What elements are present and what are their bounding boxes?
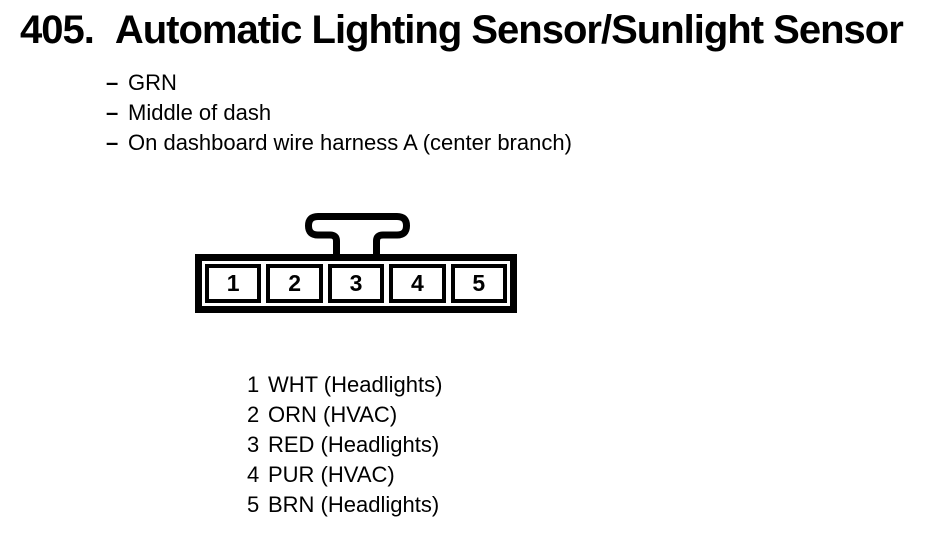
pinout-list: 1 WHT (Headlights) 2 ORN (HVAC) 3 RED (H…: [247, 370, 442, 520]
section-number: 405.: [20, 8, 95, 52]
pinout-pin-number: 5: [247, 492, 260, 517]
pinout-row: 3 RED (Headlights): [247, 430, 442, 460]
connector-body: 1 2 3 4 5: [195, 254, 517, 313]
pinout-row: 5 BRN (Headlights): [247, 490, 442, 520]
note-item: – GRN: [106, 68, 572, 98]
pin-cell-number: 5: [472, 270, 486, 296]
pinout-pin-number: 2: [247, 402, 260, 427]
pinout-pin-number: 4: [247, 462, 260, 487]
note-item: – On dashboard wire harness A (center br…: [106, 128, 572, 158]
pinout-pin-label: PUR (HVAC): [268, 462, 395, 487]
connector-pin-cell-3: 3: [327, 264, 385, 303]
pin-cell-number: 2: [288, 270, 301, 296]
pinout-row: 4 PUR (HVAC): [247, 460, 442, 490]
pinout-row: 1 WHT (Headlights): [247, 370, 442, 400]
pin-cell-number: 4: [411, 270, 424, 296]
dash-bullet: –: [106, 100, 119, 125]
pinout-pin-number: 1: [247, 372, 260, 397]
note-text: Middle of dash: [128, 100, 272, 125]
pinout-pin-label: RED (Headlights): [268, 432, 440, 457]
pinout-pin-label: BRN (Headlights): [268, 492, 440, 517]
dash-bullet: –: [106, 130, 119, 155]
pin-cell-number: 1: [226, 270, 240, 296]
connector-locking-tab-icon: [305, 213, 410, 258]
note-item: – Middle of dash: [106, 98, 572, 128]
pinout-pin-number: 3: [247, 432, 260, 457]
pinout-pin-label: WHT (Headlights): [268, 372, 443, 397]
pinout-row: 2 ORN (HVAC): [247, 400, 442, 430]
connector-pin-cell-4: 4: [389, 264, 446, 303]
page-title: 405. Automatic Lighting Sensor/Sunlight …: [20, 8, 904, 52]
notes-list: – GRN – Middle of dash – On dashboard wi…: [106, 68, 572, 158]
connector-pin-cell-1: 1: [205, 264, 262, 303]
connector-pin-cell-5: 5: [450, 264, 508, 303]
pinout-pin-label: ORN (HVAC): [268, 402, 398, 427]
dash-bullet: –: [106, 70, 119, 95]
pin-cell-number: 3: [349, 270, 363, 296]
connector-pin-cell-2: 2: [266, 264, 323, 303]
note-text: On dashboard wire harness A (center bran…: [128, 130, 572, 155]
note-text: GRN: [128, 70, 177, 95]
section-title: Automatic Lighting Sensor/Sunlight Senso…: [114, 8, 904, 52]
